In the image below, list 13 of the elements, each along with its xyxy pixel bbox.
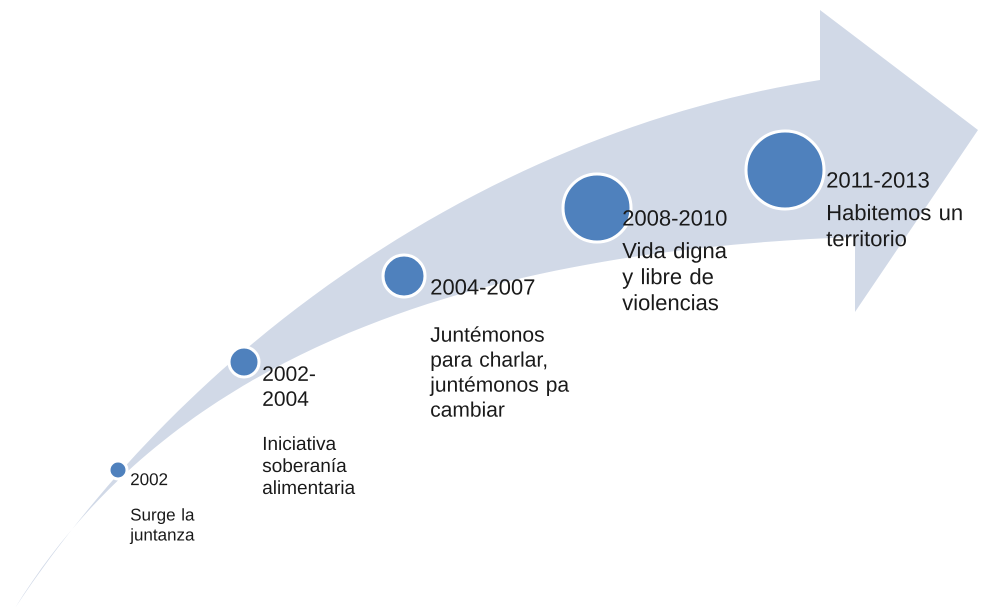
event-description: Surge la juntanza: [130, 508, 194, 544]
timeline-dot: [228, 346, 260, 378]
event-description: Juntémonos para charlar, juntémonos pa cambiar: [430, 326, 570, 417]
year-label: 2004-2007: [431, 279, 534, 295]
event-description: Habitemos un territorio: [826, 204, 962, 246]
event-description: Vida digna y libre de violencias: [622, 242, 727, 310]
timeline-dot: [108, 460, 128, 480]
year-label: 2002: [131, 473, 168, 486]
timeline-dot: [382, 254, 426, 298]
timeline-dot: [744, 130, 826, 210]
event-description: Iniciativa soberanía alimentaria: [262, 436, 356, 494]
year-label: 2002-2004: [263, 366, 315, 406]
year-label: 2011-2013: [827, 172, 929, 188]
